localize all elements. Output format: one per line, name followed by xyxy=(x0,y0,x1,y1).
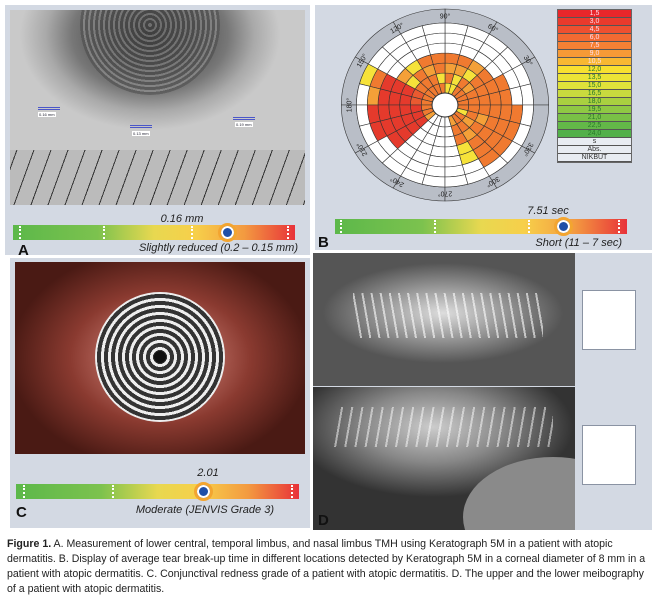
tbut-marker xyxy=(553,217,573,236)
panel-c: 2.01 Moderate (JENVIS Grade 3) C xyxy=(10,258,310,528)
figure-caption: Figure 1. A. Measurement of lower centra… xyxy=(7,537,652,597)
panel-letter: B xyxy=(318,234,329,251)
legend-item: 22,5 xyxy=(558,122,631,130)
angle-label: 90° xyxy=(440,13,451,21)
redness-marker xyxy=(193,482,213,501)
upper-grade-box xyxy=(582,290,636,350)
legend-item: 12,0 xyxy=(558,66,631,74)
legend-item: 10,5 xyxy=(558,58,631,66)
tbut-cell xyxy=(388,91,402,106)
measure-line xyxy=(38,107,60,110)
legend-item: 1,5 xyxy=(558,10,631,18)
legend-item: s xyxy=(558,138,631,146)
legend-item: 3,0 xyxy=(558,18,631,26)
tbut-cell xyxy=(488,104,502,119)
tbut-value: 7.51 sec xyxy=(527,205,569,217)
tbut-cell xyxy=(519,104,534,127)
measure-line xyxy=(233,117,255,120)
panel-letter: D xyxy=(318,512,329,529)
lower-grade-box xyxy=(582,425,636,485)
redness-value: 2.01 xyxy=(197,467,219,479)
legend-item: 15,0 xyxy=(558,82,631,90)
conjunctival-redness-image xyxy=(15,262,305,454)
tmh-marker xyxy=(218,223,238,242)
panel-d: D xyxy=(313,253,652,530)
angle-label: 270° xyxy=(438,190,453,198)
caption-label: Figure 1. xyxy=(7,538,52,550)
lower-meibography-image xyxy=(313,387,575,530)
panel-letter: C xyxy=(16,504,27,521)
tbut-scale-bar xyxy=(335,217,627,236)
legend-item: 9,0 xyxy=(558,50,631,58)
tbut-polar-map: 90°60°30°330°300°270°240°210°180°150°120… xyxy=(341,8,549,202)
redness-description: Moderate (JENVIS Grade 3) xyxy=(135,504,274,516)
tmh-value: 0.16 mm xyxy=(160,213,204,225)
angle-label: 180° xyxy=(345,98,353,113)
redness-scale-bar xyxy=(16,482,299,501)
legend-item: 19,5 xyxy=(558,106,631,114)
legend-item: Abs. xyxy=(558,146,631,154)
center-hole xyxy=(431,92,459,118)
legend-item: 4,5 xyxy=(558,26,631,34)
legend-item: 16,5 xyxy=(558,90,631,98)
panel-letter: A xyxy=(18,242,29,259)
tbut-cell xyxy=(444,52,460,65)
legend-item: 7,5 xyxy=(558,42,631,50)
tbut-description: Short (11 – 7 sec) xyxy=(535,237,622,249)
panel-a: 0.16 mm 0.13 mm 0.19 mm 0.16 mm Slightly… xyxy=(5,5,310,259)
legend-item: 18,0 xyxy=(558,98,631,106)
measure-line xyxy=(130,125,152,128)
tmh-description: Slightly reduced (0.2 – 0.15 mm) xyxy=(139,242,298,254)
caption-text: A. Measurement of lower central, tempora… xyxy=(7,538,646,595)
legend-item: 24,0 xyxy=(558,130,631,138)
tbut-cell xyxy=(430,145,446,158)
legend-item: 6,0 xyxy=(558,34,631,42)
tmh-scale-bar xyxy=(13,223,295,242)
measurement-label: 0.13 mm xyxy=(132,131,150,136)
measurement-label: 0.19 mm xyxy=(235,122,253,127)
measurement-label: 0.16 mm xyxy=(38,112,56,117)
legend-item: 21,0 xyxy=(558,114,631,122)
legend-item: 13,5 xyxy=(558,74,631,82)
upper-meibography-image xyxy=(313,253,575,386)
legend-item: NIKBUT xyxy=(558,154,631,162)
